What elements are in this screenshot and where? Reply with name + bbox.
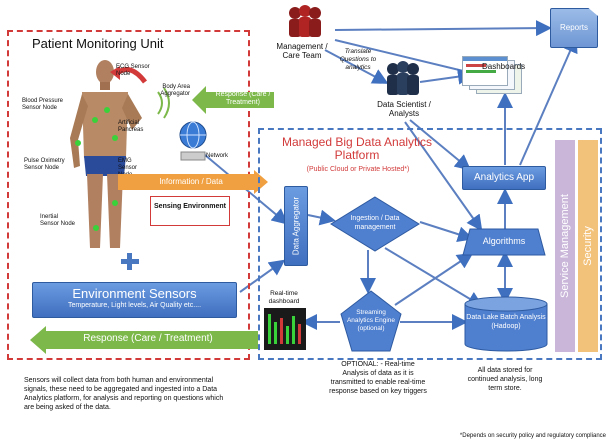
optional-note: OPTIONAL: - Real-time Analysis of data a… xyxy=(329,361,427,395)
algorithms-trapezoid xyxy=(462,228,546,256)
data-aggregator-label: Data Aggregator xyxy=(291,196,301,256)
data-scientists-label: Data Scientist / Analysts xyxy=(377,100,431,118)
response-top-arrow xyxy=(192,86,274,114)
reports-document: Reports xyxy=(550,8,598,48)
ingestion-label: Ingestion / Data management xyxy=(350,215,400,231)
ingestion-diamond xyxy=(330,196,420,252)
information-data-arrow xyxy=(118,170,268,194)
red-feedback-arrow xyxy=(110,66,147,84)
information-data-label: Information / Data xyxy=(159,177,223,186)
security-bar: Security xyxy=(578,140,598,352)
response-top-label: Response (Care / Treatment) xyxy=(215,91,271,106)
dashboards-stack xyxy=(462,56,524,96)
translate-label: Translate Questions to analytics xyxy=(339,48,377,71)
sensors-note: Sensors will collect data from both huma… xyxy=(24,377,224,411)
security-label: Security xyxy=(582,226,594,266)
platform-subtitle: (Public Cloud or Private Hosted*) xyxy=(306,166,410,173)
footnote: *Depends on security policy and regulato… xyxy=(459,433,606,439)
sensing-environment-box: Sensing Environment xyxy=(150,196,230,226)
label-network: Network xyxy=(206,153,229,159)
environment-sensors-box: Environment Sensors Temperature, Light l… xyxy=(32,282,237,318)
label-ecg: ECG Sensor Node xyxy=(116,64,150,77)
data-aggregator-box: Data Aggregator xyxy=(284,186,308,266)
sensing-environment-label: Sensing Environment xyxy=(154,203,226,210)
streaming-engine-shape xyxy=(340,290,402,352)
human-body-figure xyxy=(70,60,142,248)
env-sensors-subtitle: Temperature, Light levels, Air Quality e… xyxy=(67,302,202,309)
realtime-dashboard-screen xyxy=(264,308,306,350)
service-management-bar: Service Management xyxy=(555,140,575,352)
network-device-icon xyxy=(180,151,206,161)
patient-monitoring-unit xyxy=(7,30,250,360)
label-pulse-oximetry: Pulse Oximetry Sensor Node xyxy=(24,158,65,171)
data-stored-note: All data stored for continued analysis, … xyxy=(467,367,543,392)
platform-title: Managed Big Data Analytics Platform xyxy=(281,135,433,162)
data-lake-label: Data Lake Batch Analysis (Hadoop) xyxy=(466,314,546,330)
data-lake-cylinder xyxy=(464,296,548,352)
dashboards-label: Dashboards xyxy=(482,62,526,71)
label-blood-pressure: Blood Pressure Sensor Node xyxy=(22,98,64,111)
streaming-label: Streaming Analytics Engine (optional) xyxy=(346,309,396,332)
analytics-app-label: Analytics App xyxy=(473,172,535,183)
analytics-platform xyxy=(258,128,602,360)
env-sensors-title: Environment Sensors xyxy=(72,286,197,301)
response-bottom-arrow xyxy=(30,326,258,354)
wireless-signal-icon xyxy=(157,87,170,119)
label-body-area-aggregator: Body Area Aggregator xyxy=(160,84,190,97)
analytics-app-box[interactable]: Analytics App xyxy=(462,166,546,190)
globe-icon xyxy=(179,121,207,149)
management-team-icon xyxy=(289,5,321,37)
management-label: Management / Care Team xyxy=(276,42,328,60)
realtime-dashboard-label: Real-time dashboard xyxy=(268,290,300,305)
data-scientists-icon xyxy=(387,61,419,95)
patient-unit-title: Patient Monitoring Unit xyxy=(32,36,164,51)
service-management-label: Service Management xyxy=(559,194,571,298)
label-artificial-pancreas: Artificial Pancreas xyxy=(118,120,144,133)
response-bottom-label: Response (Care / Treatment) xyxy=(83,333,213,344)
algorithms-label: Algorithms xyxy=(482,236,526,246)
reports-label: Reports xyxy=(559,23,588,32)
label-inertial: Inertial Sensor Node xyxy=(40,214,76,227)
